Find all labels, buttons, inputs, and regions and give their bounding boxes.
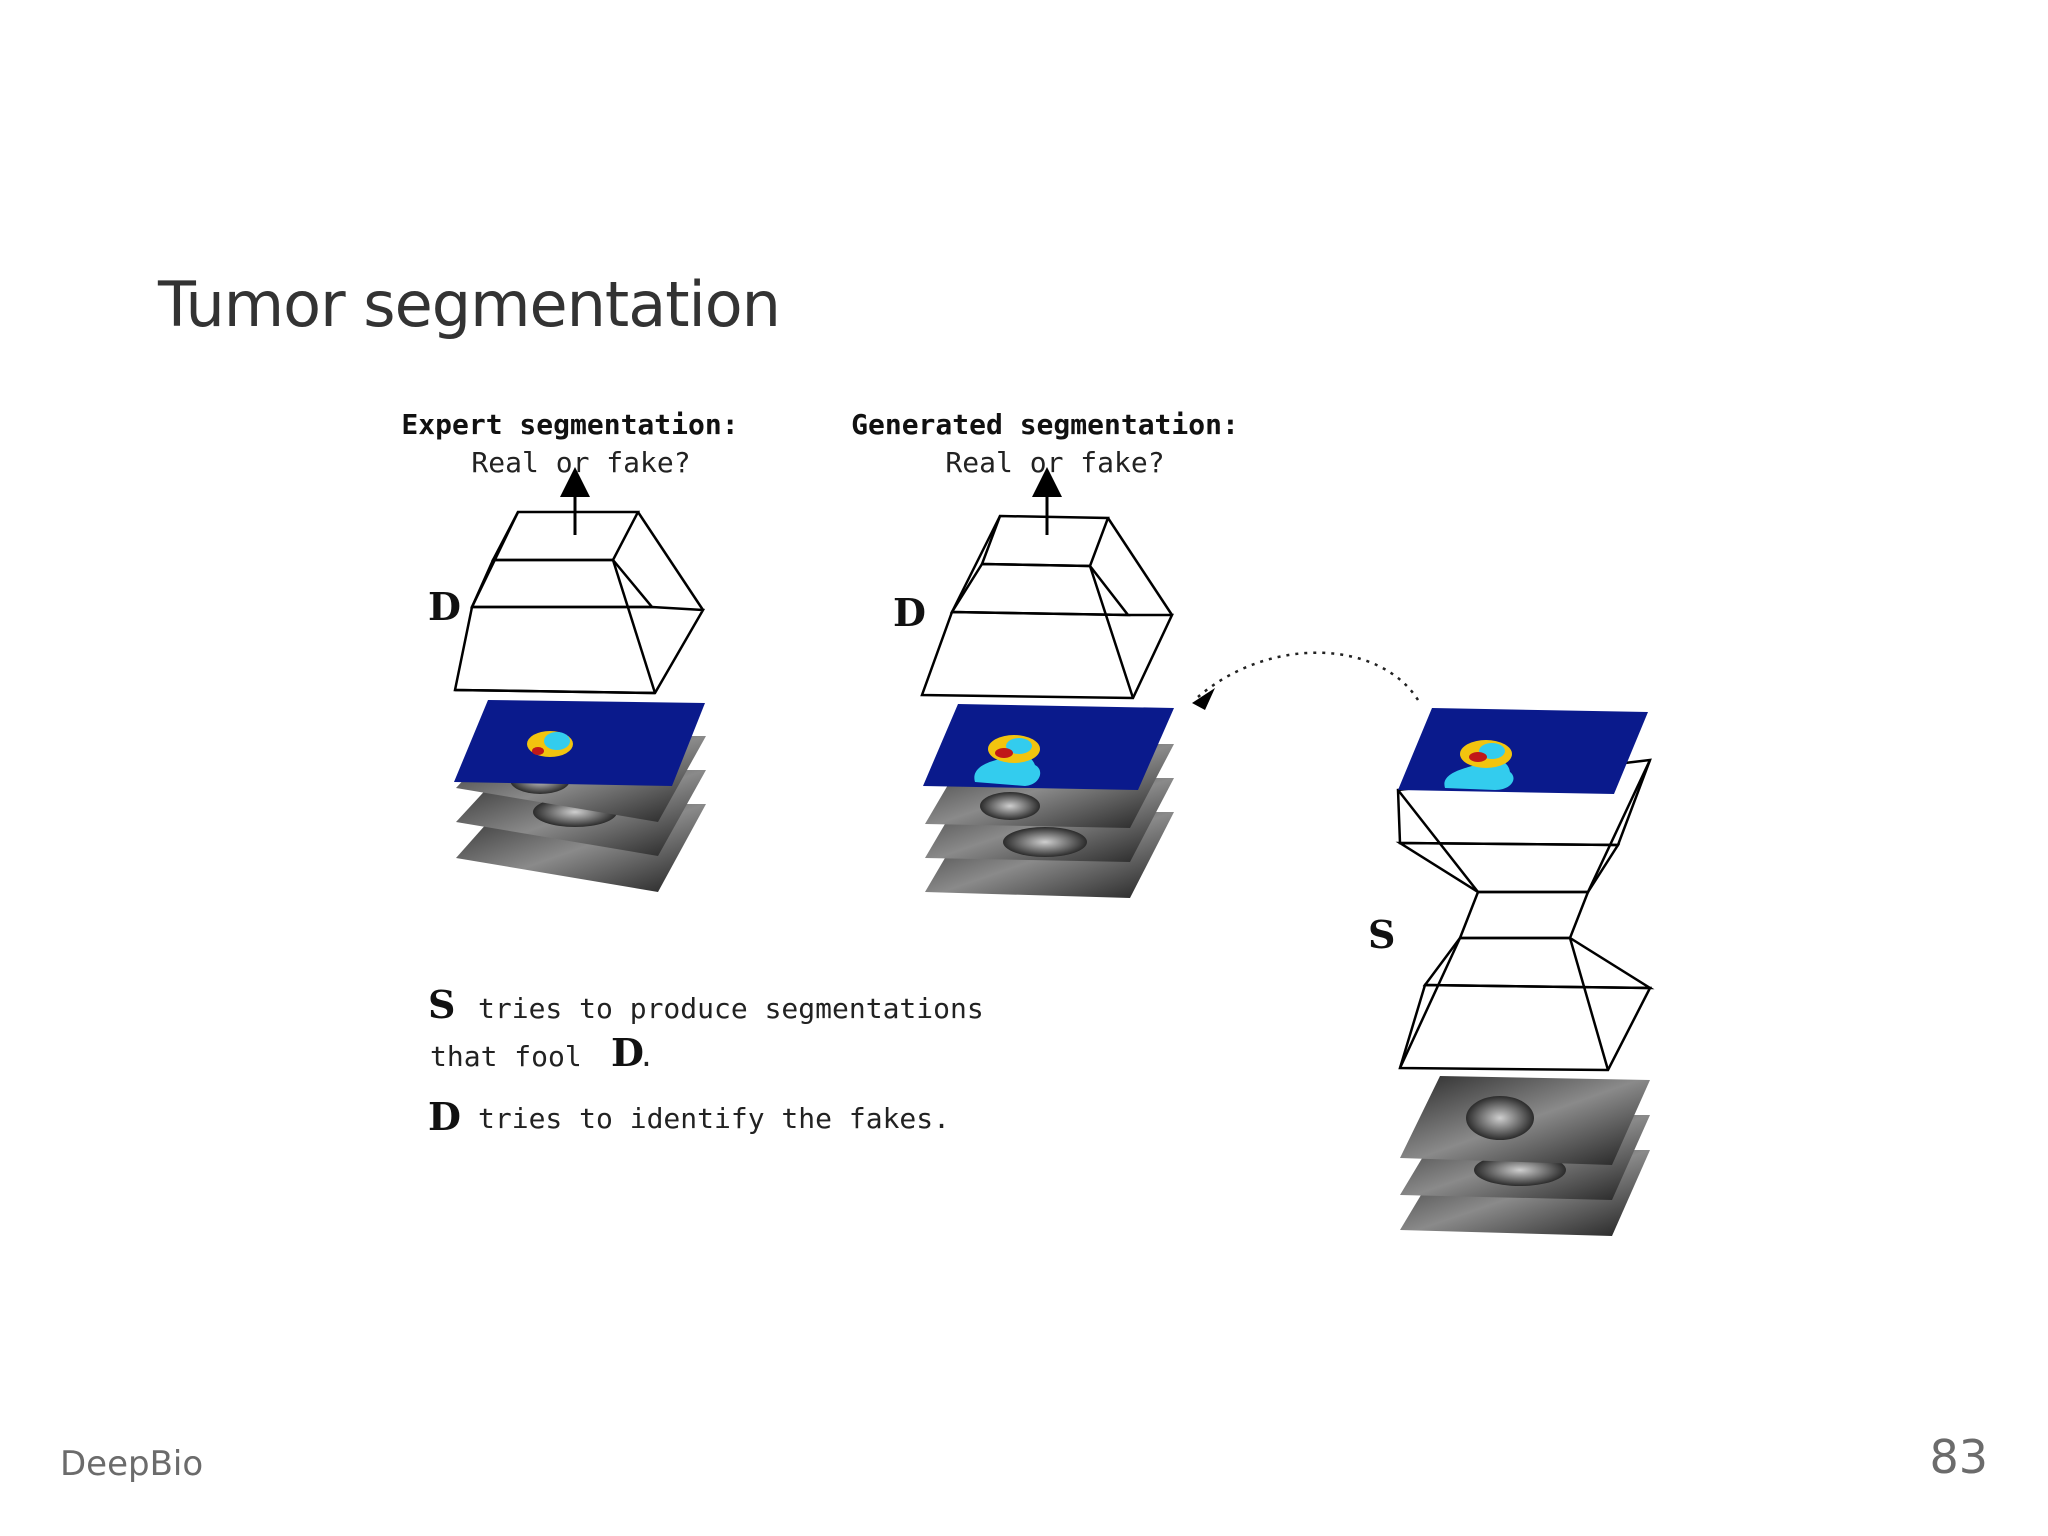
- middle-discriminator-frustum: [920, 514, 1174, 700]
- caption-line2-text: that fool: [430, 1040, 582, 1073]
- caption-line1-text: tries to produce segmentations: [478, 992, 984, 1025]
- generated-flow-arrow-head: [1192, 688, 1215, 710]
- caption-line2-letter: D: [611, 1030, 644, 1075]
- caption-line1-letter: S: [428, 982, 455, 1027]
- generated-flow-arrow: [1197, 651, 1420, 701]
- page-number: 83: [1929, 1430, 1988, 1484]
- left-discriminator-group: Expert segmentation: Real or fake? D: [401, 408, 739, 892]
- middle-label-line1: Generated segmentation:: [851, 408, 1239, 441]
- middle-network-letter: D: [893, 590, 926, 635]
- slide-title: Tumor segmentation: [158, 268, 781, 341]
- middle-segmentation-map: [923, 704, 1174, 790]
- left-label-line1: Expert segmentation:: [401, 408, 738, 441]
- left-label-line2: Real or fake?: [471, 446, 690, 479]
- caption-line3-letter: D: [428, 1094, 461, 1139]
- left-segmentation-map: [454, 700, 705, 786]
- right-network-letter: S: [1368, 912, 1395, 957]
- caption-line3-text: tries to identify the fakes.: [478, 1102, 950, 1135]
- left-discriminator-frustum: [453, 510, 706, 695]
- diagram-caption: S tries to produce segmentations that fo…: [428, 982, 984, 1139]
- left-network-letter: D: [428, 584, 461, 629]
- right-segmentation-map: [1398, 708, 1648, 794]
- right-mri-stack: [1400, 1076, 1650, 1236]
- right-segmentor-hourglass: [1395, 758, 1655, 1072]
- middle-label-line2: Real or fake?: [945, 446, 1164, 479]
- right-segmentor-group: S: [1368, 708, 1655, 1236]
- middle-discriminator-group: Generated segmentation: Real or fake? D: [851, 408, 1239, 898]
- footer-brand: DeepBio: [60, 1444, 204, 1484]
- caption-line2-end: .: [638, 1040, 655, 1073]
